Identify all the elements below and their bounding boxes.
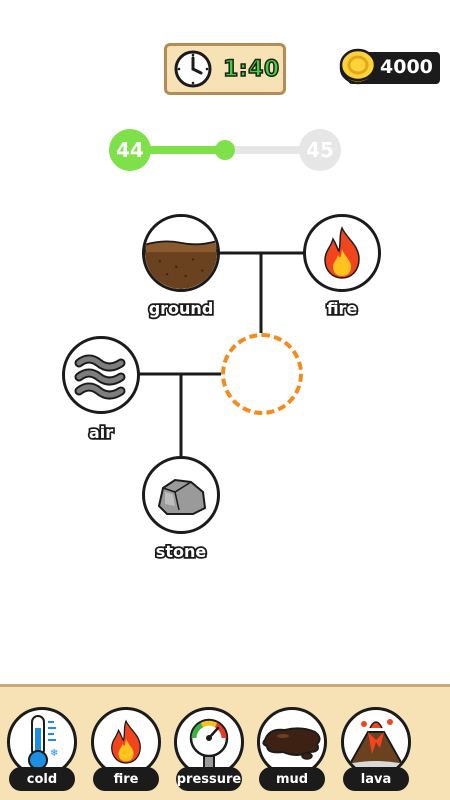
stone-icon bbox=[157, 478, 207, 515]
wind-icon bbox=[74, 354, 126, 400]
recipe-tree: ground fire air bbox=[62, 214, 381, 563]
node-label-stone: stone bbox=[154, 540, 208, 563]
inventory-label-fire: fire bbox=[93, 767, 159, 791]
coin-amount: 4000 bbox=[380, 56, 433, 78]
mud-icon bbox=[262, 727, 321, 760]
result-drop-slot[interactable] bbox=[221, 333, 303, 415]
pressure-gauge-icon bbox=[189, 718, 229, 771]
progress-fill bbox=[130, 146, 225, 154]
inventory-item-fire[interactable]: fire bbox=[91, 707, 161, 795]
clock-icon bbox=[174, 50, 212, 88]
inventory-label-mud: mud bbox=[259, 767, 325, 791]
inventory-label-lava: lava bbox=[343, 767, 409, 791]
svg-text:❄: ❄ bbox=[50, 748, 58, 759]
inventory-item-pressure[interactable]: pressure bbox=[174, 707, 244, 795]
node-label-ground: ground bbox=[147, 297, 215, 320]
next-level-badge: 45 bbox=[299, 129, 341, 171]
inventory-item-lava[interactable]: lava bbox=[341, 707, 411, 795]
fire-icon bbox=[324, 226, 360, 279]
timer-panel: 1:40 bbox=[164, 43, 286, 95]
current-level-badge: 44 bbox=[109, 129, 151, 171]
next-level-number: 45 bbox=[306, 138, 334, 162]
ground-icon bbox=[145, 217, 217, 289]
node-fire[interactable] bbox=[303, 214, 381, 292]
coin-counter: 4000 bbox=[339, 48, 440, 85]
level-progress: 44 45 bbox=[0, 0, 450, 200]
node-stone[interactable] bbox=[142, 456, 220, 534]
timer-value: 1:40 bbox=[222, 56, 280, 83]
thermometer-icon: ❄ bbox=[28, 715, 58, 770]
node-air[interactable] bbox=[62, 336, 140, 414]
inventory-label-cold: cold bbox=[9, 767, 75, 791]
progress-knob bbox=[215, 140, 235, 160]
inventory-item-mud[interactable]: mud bbox=[257, 707, 327, 795]
node-label-fire: fire bbox=[325, 297, 359, 320]
inventory-bar: ❄ cold fire pressure bbox=[0, 684, 450, 800]
volcano-icon bbox=[348, 719, 404, 770]
inventory-label-pressure: pressure bbox=[176, 767, 242, 791]
progress-track bbox=[225, 146, 320, 154]
node-ground[interactable] bbox=[142, 214, 220, 292]
tree-connectors bbox=[139, 251, 304, 456]
current-level-number: 44 bbox=[116, 138, 144, 162]
inventory-item-cold[interactable]: ❄ cold bbox=[7, 707, 77, 795]
fire-icon bbox=[111, 719, 141, 764]
coin-icon bbox=[339, 48, 377, 85]
node-label-air: air bbox=[87, 421, 115, 444]
